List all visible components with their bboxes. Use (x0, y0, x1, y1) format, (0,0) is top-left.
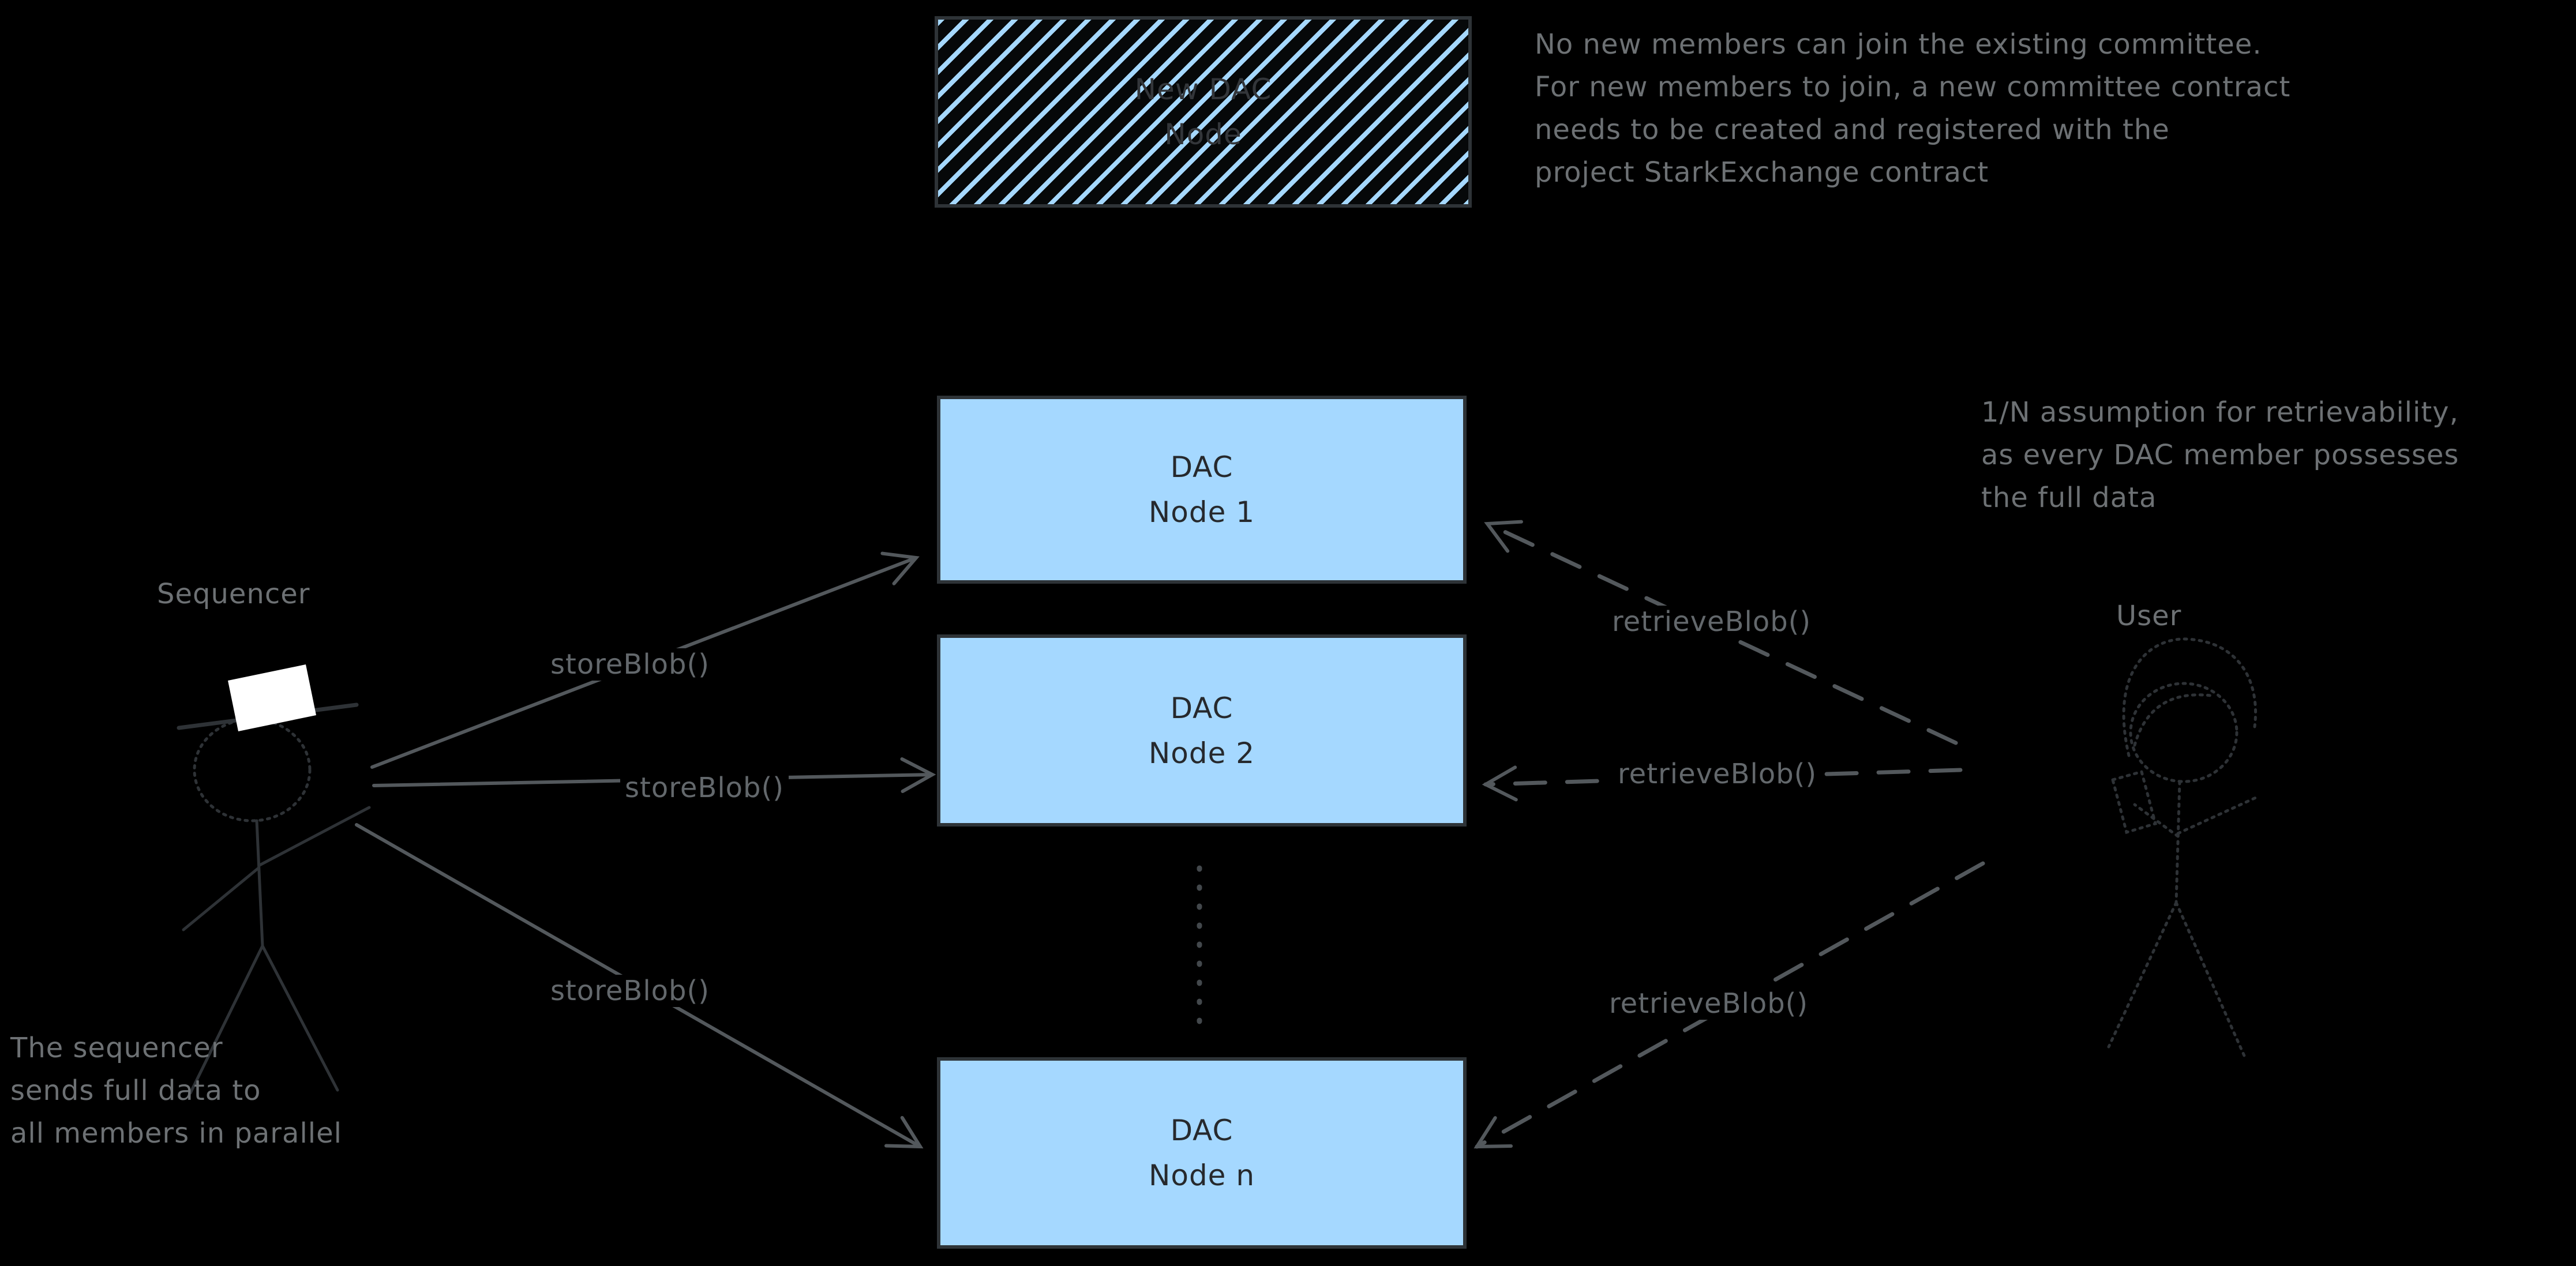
new-dac-node-box: New DAC Node (935, 16, 1472, 208)
user-label: User (2116, 600, 2182, 632)
dac-node-2-label-line1: DAC (1170, 691, 1233, 725)
committee-note-line2: For new members to join, a new committee… (1535, 71, 2291, 103)
sequencer-hat (228, 664, 316, 731)
dac-node-n-label-line2: Node n (1148, 1159, 1255, 1192)
sequencer-figure-icon (177, 664, 371, 1095)
retrieve-blob-label-3: retrieveBlob() (1604, 987, 1813, 1020)
sequencer-note-line3: all members in parallel (10, 1117, 342, 1149)
retrievability-note-line3: the full data (1981, 482, 2157, 514)
sequencer-label: Sequencer (157, 578, 310, 610)
dac-node-1-label-line2: Node 1 (1148, 495, 1255, 529)
committee-note: No new members can join the existing com… (1535, 23, 2290, 194)
retrieve-blob-label-2: retrieveBlob() (1613, 758, 1822, 790)
dac-node-1-label-line1: DAC (1170, 450, 1233, 484)
committee-note-line4: project StarkExchange contract (1535, 156, 1989, 189)
committee-note-line3: needs to be created and registered with … (1535, 114, 2170, 146)
dac-node-2-label-line2: Node 2 (1148, 736, 1255, 770)
retrievability-note-line1: 1/N assumption for retrievability, (1981, 396, 2459, 429)
retrievability-note-line2: as every DAC member possesses (1981, 439, 2459, 471)
dac-node-2-box: DAC Node 2 (937, 634, 1467, 827)
retrievability-note: 1/N assumption for retrievability, as ev… (1981, 391, 2459, 519)
store-blob-label-3: storeBlob() (546, 975, 714, 1007)
sequencer-note: The sequencer sends full data to all mem… (10, 1027, 342, 1155)
store-blob-label-1: storeBlob() (546, 648, 714, 681)
new-dac-node-label-line1: New DAC (1134, 73, 1272, 106)
store-blob-label-2: storeBlob() (620, 772, 789, 804)
sequencer-note-line1: The sequencer (10, 1032, 223, 1064)
dac-node-n-label-line1: DAC (1170, 1114, 1233, 1147)
user-figure-icon (2107, 637, 2259, 1060)
new-dac-node-label-line2: Node (1164, 118, 1242, 151)
retrieve-blob-label-1: retrieveBlob() (1607, 606, 1816, 638)
dac-node-1-box: DAC Node 1 (937, 396, 1467, 584)
dac-node-n-box: DAC Node n (937, 1057, 1467, 1249)
sequencer-note-line2: sends full data to (10, 1075, 261, 1107)
committee-note-line1: No new members can join the existing com… (1535, 28, 2262, 61)
